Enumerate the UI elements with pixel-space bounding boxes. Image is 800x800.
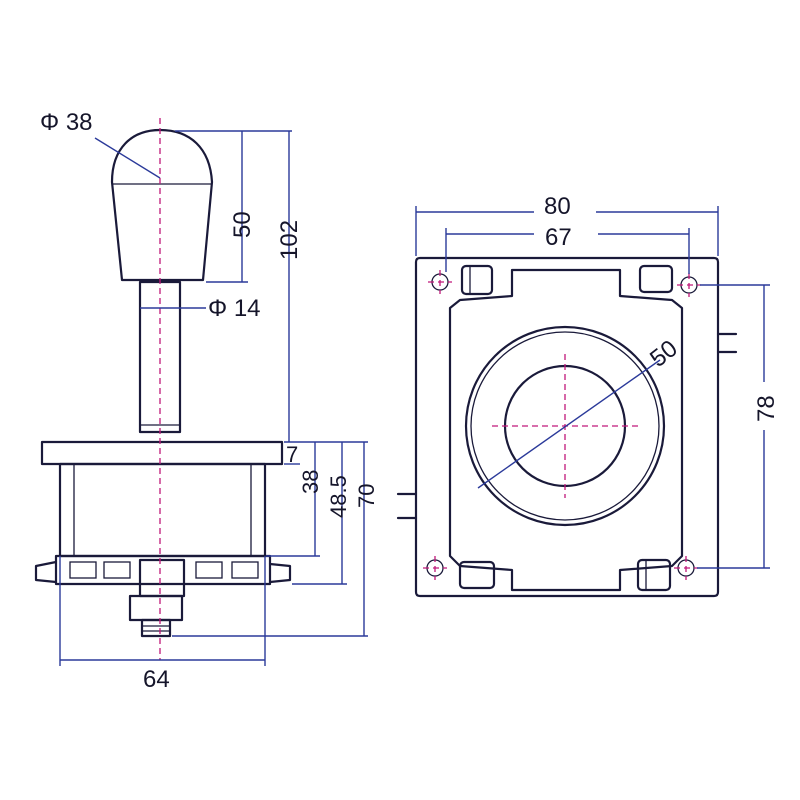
base-plate-outer [414, 256, 720, 598]
dust-ring-outer [464, 325, 666, 527]
microswitch-base [54, 554, 272, 586]
actuator-nut [140, 618, 172, 638]
label-shaft-diameter: Φ 14 [208, 295, 261, 322]
microswitch-mid-right [195, 561, 223, 579]
mount-slot-top-right [638, 264, 674, 294]
mounting-plate [40, 440, 284, 466]
top-view: 80 67 50 78 [396, 193, 780, 598]
raised-inner-plate [448, 268, 684, 592]
mount-slot-bottom-left [458, 560, 496, 590]
label-plate-thickness: 7 [286, 442, 298, 467]
label-base-width: 64 [143, 666, 170, 693]
mount-slot-top-left [460, 264, 494, 296]
switch-terminal-left [34, 560, 58, 584]
mount-slot-bottom-right [636, 558, 672, 592]
body-housing [58, 462, 267, 558]
label-depth-70: 70 [354, 484, 379, 508]
microswitch-right [231, 561, 259, 579]
dim-ring-diameter-line [477, 359, 661, 489]
label-total-height: 102 [276, 220, 303, 260]
microswitch-mid-left [103, 561, 131, 579]
side-view: Φ 38 50 102 Φ 14 7 38 48.5 70 64 [34, 109, 379, 693]
label-depth-38: 38 [298, 470, 323, 494]
label-outer-width: 80 [544, 193, 571, 220]
dust-ring-inner [470, 331, 660, 521]
label-depth-48-5: 48.5 [326, 475, 351, 518]
label-knob-height: 50 [229, 211, 256, 238]
actuator-collar [128, 594, 184, 622]
label-hole-spacing-y: 78 [753, 395, 780, 422]
label-knob-diameter: Φ 38 [40, 109, 93, 136]
ball-knob [110, 128, 214, 282]
label-hole-spacing-x: 67 [545, 224, 572, 251]
dim-knob-diameter-leader [94, 137, 161, 179]
switch-terminal-right [268, 562, 292, 584]
actuator-block [138, 558, 186, 598]
microswitch-left [69, 561, 97, 579]
